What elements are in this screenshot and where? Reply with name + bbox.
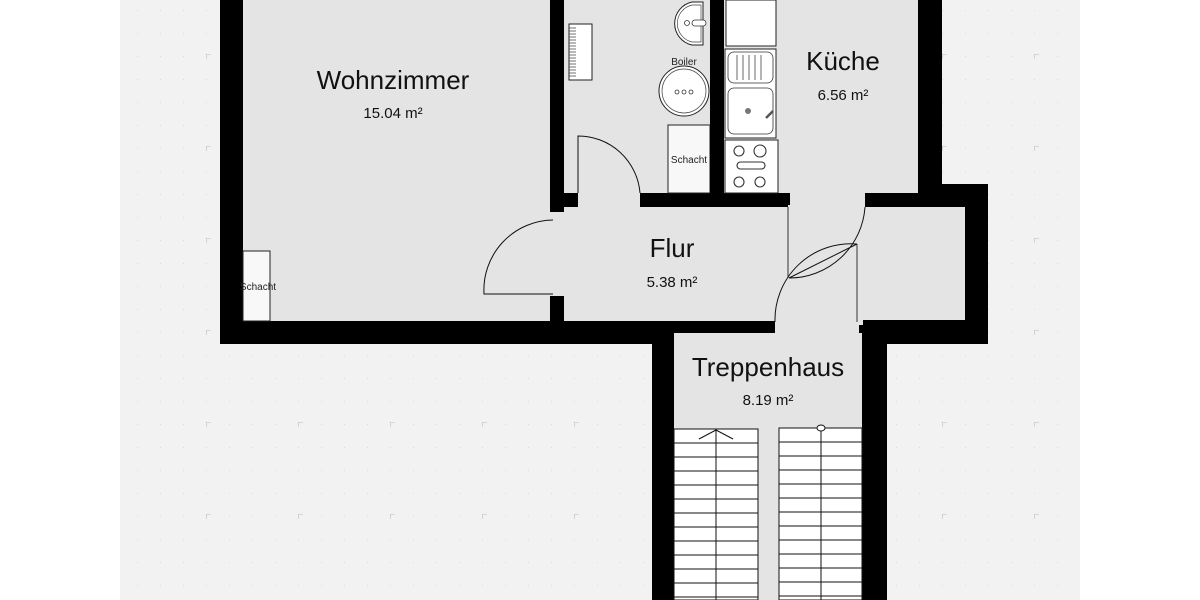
doors [483,135,866,323]
door-living-hall [483,219,554,295]
room-area-treppenhaus: 8.19 m² [743,392,794,409]
radiator-icon [568,23,593,81]
shaft-living [242,250,271,322]
shaft-bath-label: Schacht [671,155,707,166]
room-floor-hall [564,207,788,321]
room-floor-wohnzimmer [243,0,550,321]
washbasin-icon [674,1,707,46]
door-kitchen [788,206,866,279]
fridge-icon [725,0,777,47]
room-area-flur: 5.38 m² [647,274,698,291]
room-name-treppenhaus: Treppenhaus [692,352,844,382]
shaft-living-label: Schacht [240,282,276,293]
kitchen-fixtures [724,0,779,194]
boiler-label: Boiler [671,57,697,68]
stove-icon [724,139,779,194]
bathroom-fixtures: Boiler Schacht [568,1,711,194]
stair-start-icon [816,424,826,432]
door-stairwell [774,243,858,323]
kitchen-sink-icon [724,48,777,139]
door-bath [577,135,641,194]
stair-arrow-icon [698,429,734,440]
room-labels: Wohnzimmer 15.04 m² Küche 6.56 m² Flur 5… [317,46,880,409]
room-name-kueche: Küche [806,46,880,76]
room-name-wohnzimmer: Wohnzimmer [317,65,470,95]
room-area-wohnzimmer: 15.04 m² [363,105,422,122]
stairs [673,424,863,600]
room-name-flur: Flur [650,233,695,263]
boiler-icon [658,65,710,117]
room-area-kueche: 6.56 m² [818,87,869,104]
